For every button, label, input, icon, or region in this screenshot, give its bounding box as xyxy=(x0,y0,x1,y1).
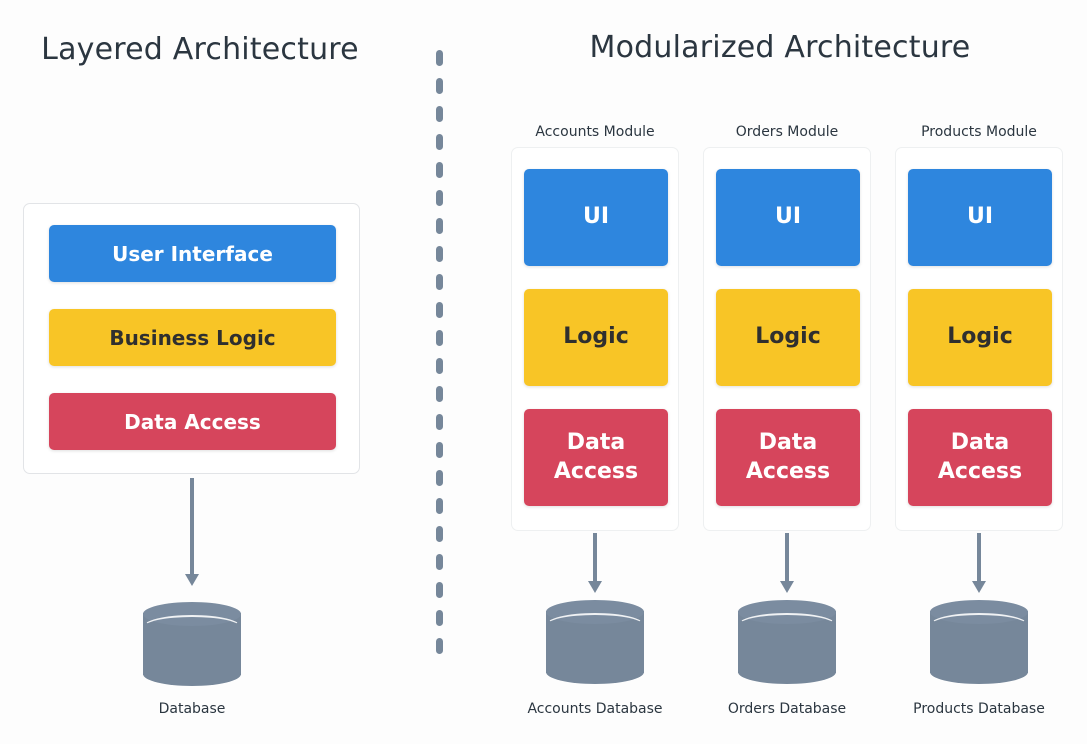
divider-dash xyxy=(436,470,443,486)
module-label-orders: Orders Module xyxy=(735,124,839,140)
database-cylinder-icon xyxy=(738,600,836,684)
database-label-accounts: Accounts Database xyxy=(527,701,663,717)
module-layer-data-access: Data Access xyxy=(524,409,668,506)
module-layer-ui: UI xyxy=(524,169,668,266)
divider-dash xyxy=(436,638,443,654)
cylinder-arc xyxy=(738,613,836,637)
database-label-products: Products Database xyxy=(913,701,1045,717)
arrow-head-icon xyxy=(588,581,602,593)
arrow-accounts-to-database xyxy=(588,533,602,595)
module-card-orders: UI Logic Data Access xyxy=(703,147,871,531)
arrow-products-to-database xyxy=(972,533,986,595)
data-access-line2: Access xyxy=(553,458,639,484)
arrow-shaft xyxy=(190,478,194,576)
modularized-architecture-title: Modularized Architecture xyxy=(589,30,971,65)
module-layer-logic: Logic xyxy=(524,289,668,386)
module-layer-data-access: Data Access xyxy=(716,409,860,506)
divider-dash xyxy=(436,106,443,122)
database-label-orders: Orders Database xyxy=(727,701,847,717)
data-access-line2: Access xyxy=(745,458,831,484)
divider-dash xyxy=(436,358,443,374)
module-card-accounts: UI Logic Data Access xyxy=(511,147,679,531)
divider-dash xyxy=(436,162,443,178)
divider-dash xyxy=(436,526,443,542)
cylinder-arc xyxy=(546,613,644,637)
arrow-head-icon xyxy=(780,581,794,593)
data-access-line1: Data xyxy=(950,430,1010,456)
arrow-head-icon xyxy=(972,581,986,593)
module-layer-ui: UI xyxy=(908,169,1052,266)
divider-dash xyxy=(436,386,443,402)
divider-dash xyxy=(436,302,443,318)
arrow-shaft xyxy=(785,533,789,583)
arrow-layered-to-database xyxy=(185,478,199,588)
arrow-head-icon xyxy=(185,574,199,586)
divider-dash xyxy=(436,78,443,94)
panel-divider xyxy=(436,50,443,672)
layer-business-logic: Business Logic xyxy=(49,309,336,366)
database-label: Database xyxy=(158,701,226,717)
database-cylinder-icon xyxy=(546,600,644,684)
cylinder-arc xyxy=(930,613,1028,637)
divider-dash xyxy=(436,582,443,598)
layer-data-access: Data Access xyxy=(49,393,336,450)
divider-dash xyxy=(436,134,443,150)
divider-dash xyxy=(436,246,443,262)
arrow-orders-to-database xyxy=(780,533,794,595)
divider-dash xyxy=(436,218,443,234)
divider-dash xyxy=(436,498,443,514)
cylinder-arc xyxy=(143,615,241,639)
database-cylinder-icon xyxy=(930,600,1028,684)
arrow-shaft xyxy=(593,533,597,583)
module-layer-logic: Logic xyxy=(716,289,860,386)
layered-architecture-title: Layered Architecture xyxy=(41,32,359,67)
module-layer-ui: UI xyxy=(716,169,860,266)
module-card-products: UI Logic Data Access xyxy=(895,147,1063,531)
divider-dash xyxy=(436,554,443,570)
module-layer-data-access: Data Access xyxy=(908,409,1052,506)
data-access-line2: Access xyxy=(937,458,1023,484)
module-layer-logic: Logic xyxy=(908,289,1052,386)
data-access-line1: Data xyxy=(758,430,818,456)
divider-dash xyxy=(436,414,443,430)
layer-user-interface: User Interface xyxy=(49,225,336,282)
module-label-accounts: Accounts Module xyxy=(535,124,655,140)
arrow-shaft xyxy=(977,533,981,583)
divider-dash xyxy=(436,330,443,346)
module-label-products: Products Module xyxy=(921,124,1037,140)
divider-dash xyxy=(436,274,443,290)
divider-dash xyxy=(436,190,443,206)
database-cylinder-icon xyxy=(143,602,241,686)
data-access-line1: Data xyxy=(566,430,626,456)
divider-dash xyxy=(436,442,443,458)
layered-architecture-card: User Interface Business Logic Data Acces… xyxy=(23,203,360,474)
divider-dash xyxy=(436,50,443,66)
divider-dash xyxy=(436,610,443,626)
